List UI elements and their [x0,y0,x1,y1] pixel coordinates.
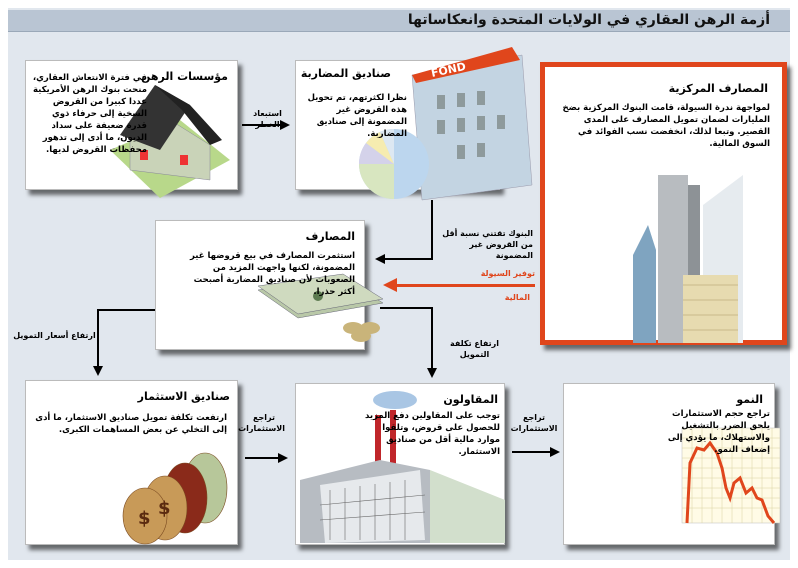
arrow-line [245,457,280,459]
contractors-heading: المقاولون [443,393,498,406]
banks-heading: المصارف [305,230,355,243]
cost-rise-label: ارتفاع تكلفة التمويل [450,339,499,359]
house-illustration [110,85,230,198]
arrow-head-icon [278,453,288,463]
connector-line [431,307,433,370]
banks-box [155,220,365,350]
investment-funds-heading: صناديق الاستثمار [137,390,230,403]
banks-keep-label: البنوك تقتني نسبة أقل من القروض غير المض… [442,229,533,260]
money-illustration [257,273,384,342]
contractors-text: توجب على المقاولين دفع المزيد للحصول على… [365,411,500,457]
pie-chart-illustration [359,129,429,199]
connector-line [385,258,433,260]
arrow-head-icon [550,447,560,457]
title-bar: أزمة الرهن العقاري في الولايات المتحدة و… [8,10,790,32]
arrow-head-icon [427,368,437,378]
liquidity-arrow-line [395,284,535,287]
mortgage-heading: مؤسسات الرهن [140,70,228,83]
arrow-head-icon [280,120,290,130]
declining-chart-illustration [681,427,781,524]
liquidity-label-1: توفير السيولة [480,269,535,278]
banks-text: استثمرت المصارف في بيع قروضها غير المضمو… [189,251,355,297]
hedge-funds-heading: صناديق المضاربة [300,67,391,80]
svg-text:$: $ [158,498,171,519]
money-bags-illustration: $$ [122,452,228,545]
central-banks-heading: المصارف المركزية [668,82,768,95]
growth-text: تراجع حجم الاستثمارات يلحق الضرر بالتشغي… [667,409,770,455]
growth-heading: النمو [736,393,763,406]
investment-funds-text: ارتفعت تكلفة تمويل صناديق الاستثمار، ما … [35,413,227,435]
hedge-funds-text: نظرا لكثرتهم، تم تحويل هذه القروض غير ال… [307,93,407,139]
liquidity-arrow-head-icon [383,278,397,292]
liquidity-label-2: المالية [504,293,530,302]
arrow-head-icon [375,254,385,264]
fund-building-illustration: FOND [411,47,533,201]
arrow-head-icon [93,366,103,376]
mortgage-text: في فترة الانتعاش العقاري، منحت بنوك الره… [32,73,147,155]
connector-line [97,309,99,369]
page-title: أزمة الرهن العقاري في الولايات المتحدة و… [407,12,770,28]
arrow-line [512,451,552,453]
invest-decline-label-1: تراجع الاستثمارات [238,413,285,433]
svg-text:$: $ [138,508,151,529]
central-banks-text: لمواجهة ندرة السيولة، قامت البنوك المركز… [562,103,770,149]
skyscrapers-illustration [633,175,743,343]
connector-line [97,309,155,311]
arrow-line [242,124,282,126]
connector-line [380,307,432,309]
invest-decline-label-2: تراجع الاستثمارات [510,413,558,433]
factory-illustration [300,391,505,543]
connector-line [431,200,433,260]
rates-rise-label: ارتفاع أسعار التمويل [13,331,96,340]
